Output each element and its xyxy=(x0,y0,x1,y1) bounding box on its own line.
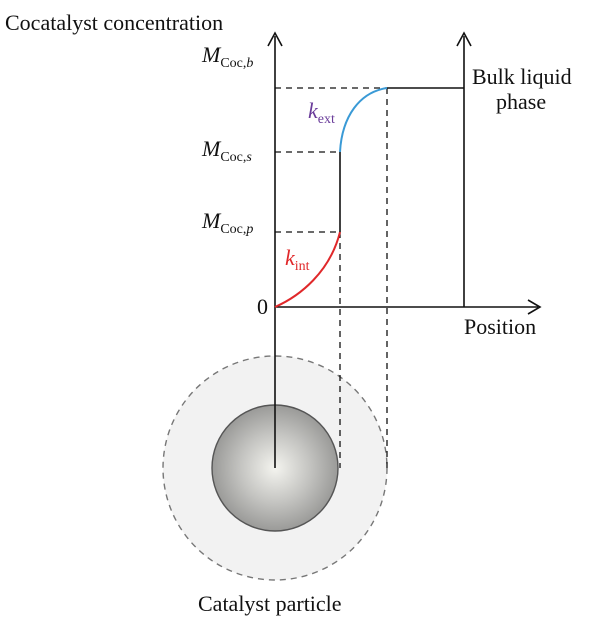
origin-label: 0 xyxy=(257,294,268,319)
bulk-label-line2: phase xyxy=(496,89,546,114)
m-coc-p-label: MCoc,p xyxy=(201,208,253,237)
y-axis-arrowhead xyxy=(267,31,283,47)
m-coc-s-label: MCoc,s xyxy=(201,136,252,165)
k-int-label: kint xyxy=(285,245,310,274)
bulk-boundary-arrowhead xyxy=(456,31,472,47)
x-axis-title: Position xyxy=(464,314,536,339)
y-axis-title: Cocatalyst concentration xyxy=(5,10,223,35)
internal-profile-curve xyxy=(274,231,341,308)
x-axis-arrowhead xyxy=(527,299,542,315)
bulk-label-line1: Bulk liquid xyxy=(472,64,572,89)
m-coc-b-label: MCoc,b xyxy=(201,42,253,71)
external-profile-curve xyxy=(339,87,388,153)
k-ext-label: kext xyxy=(308,98,335,127)
dashed-guides xyxy=(275,87,388,468)
particle-caption: Catalyst particle xyxy=(198,591,342,616)
